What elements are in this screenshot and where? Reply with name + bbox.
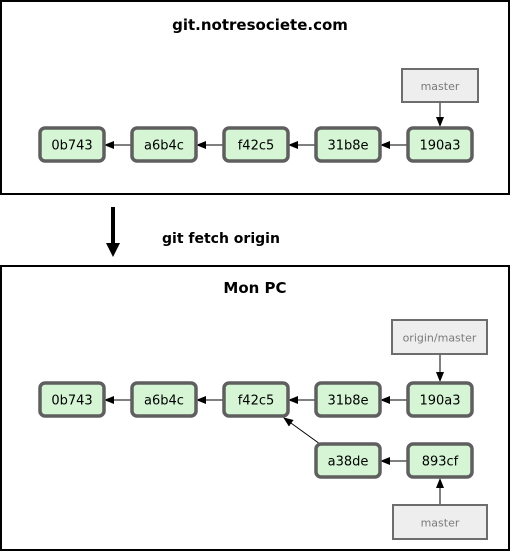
local-commit-a6b4c: a6b4c [130, 381, 198, 418]
fetch-arrow-head [106, 243, 120, 257]
local-edge-a38de-f42c5 [283, 417, 321, 445]
remote-commit-0b743: 0b743 [38, 126, 106, 163]
commit-label: 190a3 [419, 394, 460, 409]
local-panel: Mon PC 0b743 a6b4c f42c5 31b8e 190a3 [0, 265, 510, 551]
branch-label: master [421, 80, 460, 93]
remote-commit-190a3: 190a3 [406, 126, 474, 163]
remote-panel: git.notresociete.com 0b743 a6b4c f42c5 3… [0, 0, 510, 195]
remote-commit-a6b4c: a6b4c [130, 126, 198, 163]
local-commit-190a3: 190a3 [406, 381, 474, 418]
remote-panel-title: git.notresociete.com [172, 16, 348, 34]
commit-label: f42c5 [238, 139, 275, 154]
local-commit-893cf: 893cf [406, 442, 474, 479]
commit-label: a6b4c [144, 139, 184, 154]
commit-label: 0b743 [51, 139, 92, 154]
local-commit-31b8e: 31b8e [314, 381, 382, 418]
local-remote-branch-origin-master: origin/master [391, 319, 488, 355]
commit-label: 31b8e [327, 139, 368, 154]
commit-label: 0b743 [51, 394, 92, 409]
branch-label: master [421, 517, 460, 530]
local-commit-f42c5: f42c5 [222, 381, 290, 418]
remote-commit-f42c5: f42c5 [222, 126, 290, 163]
local-branch-master: master [392, 504, 488, 540]
remote-branch-master: master [401, 68, 479, 103]
commit-label: a38de [328, 455, 369, 470]
commit-label: f42c5 [238, 394, 275, 409]
commit-label: 31b8e [327, 394, 368, 409]
remote-commit-31b8e: 31b8e [314, 126, 382, 163]
branch-label: origin/master [403, 332, 477, 345]
commit-label: a6b4c [144, 394, 184, 409]
local-panel-title: Mon PC [223, 279, 286, 297]
fetch-command-label: git fetch origin [162, 231, 280, 247]
fetch-step: git fetch origin [106, 207, 280, 257]
local-commit-a38de: a38de [314, 442, 382, 479]
commit-label: 893cf [422, 455, 459, 470]
commit-label: 190a3 [419, 139, 460, 154]
local-commit-0b743: 0b743 [38, 381, 106, 418]
